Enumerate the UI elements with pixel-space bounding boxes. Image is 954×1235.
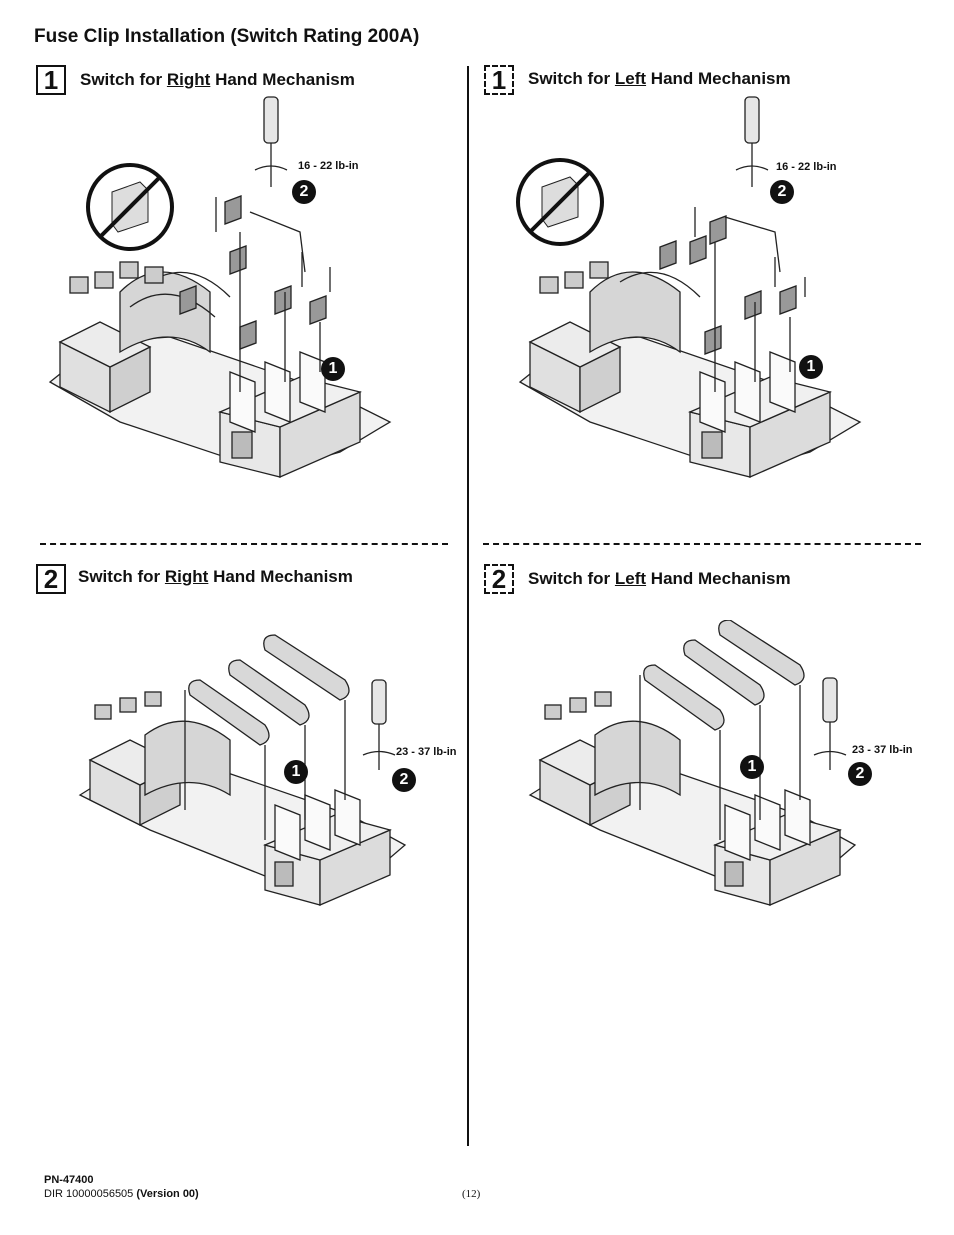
heading-suffix: Hand Mechanism [646, 69, 791, 88]
torque-label: 16 - 22 lb-in [298, 160, 359, 172]
heading-suffix: Hand Mechanism [646, 569, 791, 588]
heading-emphasis: Right [166, 70, 211, 89]
panel-heading-left-step1: Switch for Left Hand Mechanism [528, 69, 791, 89]
callout-number-2: 2 [770, 180, 794, 204]
step-number-box: 1 [36, 65, 66, 95]
horizontal-divider-right [483, 543, 921, 545]
step-number-box: 2 [484, 564, 514, 594]
part-number: PN-47400 [44, 1174, 94, 1186]
callout-number-1: 1 [284, 760, 308, 784]
heading-emphasis: Right [164, 567, 209, 586]
panel-heading-right-step1: Switch for Right Hand Mechanism [80, 70, 355, 90]
page-title: Fuse Clip Installation (Switch Rating 20… [34, 26, 420, 47]
heading-emphasis: Left [614, 569, 647, 588]
heading-prefix: Switch for [80, 70, 167, 89]
horizontal-divider-left [40, 543, 448, 545]
illustration-right-step2 [78, 634, 407, 906]
heading-prefix: Switch for [528, 69, 615, 88]
callout-number-2: 2 [392, 768, 416, 792]
prohibited-icon [516, 158, 604, 246]
callout-number-1: 1 [799, 355, 823, 379]
page-number: (12) [462, 1188, 481, 1200]
torque-label: 23 - 37 lb-in [396, 746, 457, 758]
illustration-left-step1 [516, 96, 862, 478]
torque-label: 23 - 37 lb-in [852, 744, 913, 756]
panel-heading-right-step2: Switch for Right Hand Mechanism [78, 567, 353, 587]
prohibited-icon [86, 163, 174, 251]
step-number-box: 2 [36, 564, 66, 594]
callout-number-1: 1 [321, 357, 345, 381]
heading-prefix: Switch for [78, 567, 165, 586]
heading-emphasis: Left [614, 69, 647, 88]
illustration-left-step2 [528, 620, 857, 906]
torque-label: 16 - 22 lb-in [776, 161, 837, 173]
document-reference: DIR 10000056505 (Version 00) [44, 1188, 199, 1200]
callout-number-2: 2 [292, 180, 316, 204]
illustration-right-step1 [48, 96, 392, 478]
dir-number: DIR 10000056505 [44, 1188, 137, 1200]
heading-suffix: Hand Mechanism [208, 567, 353, 586]
step-number-box: 1 [484, 65, 514, 95]
heading-prefix: Switch for [528, 569, 615, 588]
dir-version: (Version 00) [136, 1188, 199, 1200]
heading-suffix: Hand Mechanism [210, 70, 355, 89]
panel-heading-left-step2: Switch for Left Hand Mechanism [528, 569, 791, 589]
vertical-divider [467, 66, 469, 1146]
callout-number-1: 1 [740, 755, 764, 779]
callout-number-2: 2 [848, 762, 872, 786]
